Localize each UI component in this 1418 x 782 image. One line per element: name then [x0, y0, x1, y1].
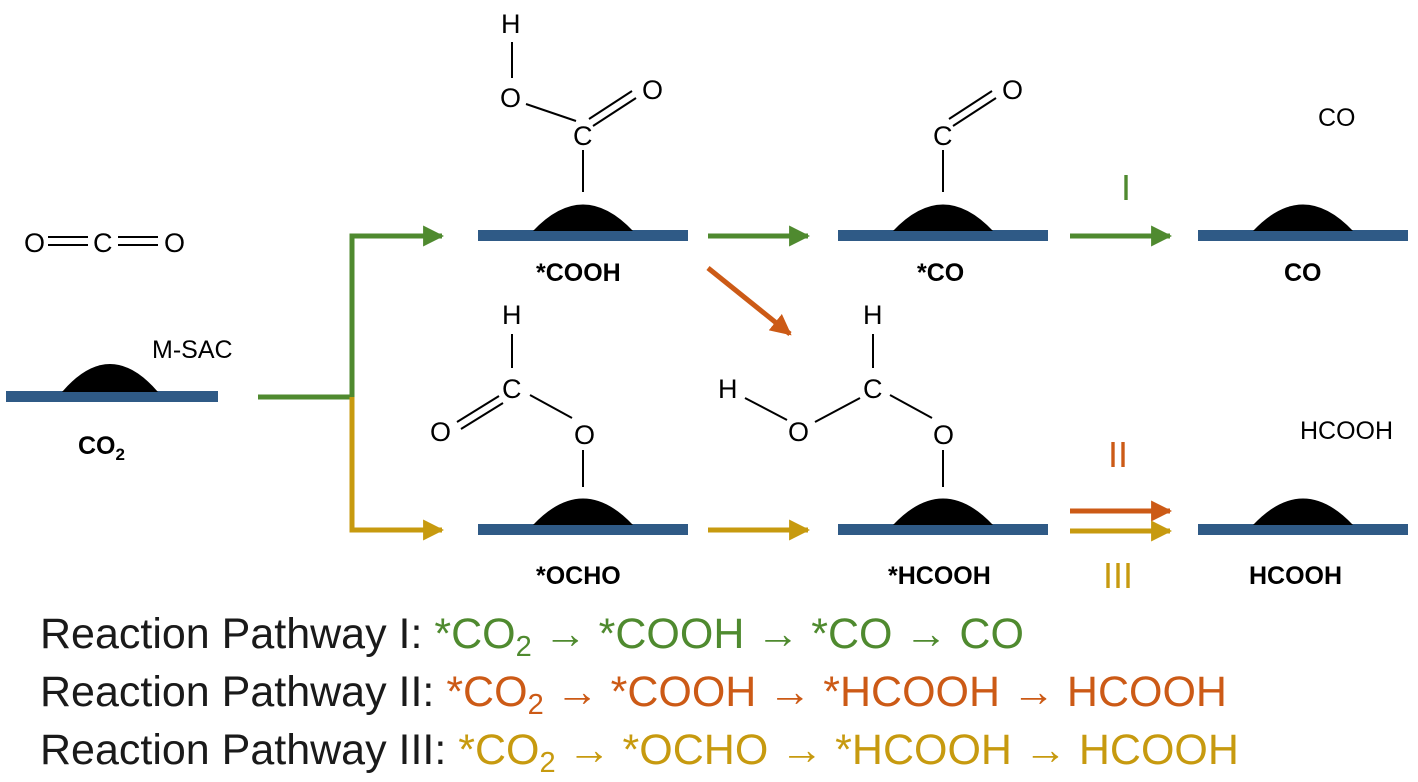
ocho-intermediate: O C H O *OCHO — [430, 300, 688, 590]
atom-h: H — [502, 300, 522, 330]
legend-steps: *CO2 → *OCHO → *HCOOH → HCOOH — [458, 726, 1239, 779]
desorbed-hcooh: HCOOH — [1300, 417, 1393, 445]
atom-c: C — [863, 374, 883, 404]
free-co2-molecule: O C O — [24, 228, 185, 258]
atom-c: C — [502, 374, 522, 404]
atom-h: H — [863, 300, 883, 330]
atom-o: O — [1002, 75, 1023, 105]
hcooh-intermediate: O C H O H *HCOOH — [718, 300, 1048, 590]
species-co-prod-label: CO — [1284, 259, 1322, 287]
legend-pathway-III: Reaction Pathway III: *CO2 → *OCHO → *HC… — [40, 726, 1239, 779]
atom-c: C — [93, 228, 113, 258]
legend-steps: *CO2 → *COOH → *HCOOH → HCOOH — [446, 668, 1227, 721]
catalyst-co2: M-SAC CO2 — [6, 336, 233, 464]
co-product: CO CO — [1198, 104, 1408, 287]
atom-h: H — [501, 9, 521, 39]
active-site — [1253, 498, 1353, 525]
species-ocho-label: *OCHO — [536, 562, 621, 590]
co-intermediate: C O *CO — [838, 75, 1048, 287]
arrow-to-ocho — [349, 397, 445, 541]
atom-c: C — [573, 121, 593, 151]
legend-prefix: Reaction Pathway II: — [40, 668, 447, 716]
atom-o: O — [24, 228, 45, 258]
atom-o: O — [788, 417, 809, 447]
hcooh-product: HCOOH HCOOH — [1198, 417, 1408, 590]
species-co2-label: CO2 — [78, 432, 125, 464]
legend-pathway-I: Reaction Pathway I: *CO2 → *COOH → *CO →… — [40, 610, 1024, 663]
atom-o: O — [933, 420, 954, 450]
species-hcooh-ads-label: *HCOOH — [888, 562, 991, 590]
arrow-to-cooh — [349, 225, 445, 397]
species-cooh-label: *COOH — [536, 259, 621, 287]
catalyst-surface — [6, 391, 218, 402]
legend-pathway-II: Reaction Pathway II: *CO2 → *COOH → *HCO… — [40, 668, 1227, 721]
atom-o: O — [500, 83, 521, 113]
pathway-III-label: III — [1103, 555, 1133, 596]
atom-o: O — [574, 420, 595, 450]
active-site — [533, 498, 633, 525]
atom-h: H — [718, 374, 738, 404]
atom-o: O — [430, 417, 451, 447]
pathway-I-label: I — [1121, 167, 1131, 208]
cooh-intermediate: C O H O *COOH — [478, 9, 688, 287]
active-site — [893, 498, 993, 525]
reaction-diagram: O C O M-SAC CO2 C O H O *COOH — [6, 9, 1408, 596]
atom-c: C — [933, 121, 953, 151]
legend-steps: *CO2 → *COOH → *CO → CO — [434, 610, 1024, 663]
species-co-ads-label: *CO — [917, 259, 964, 287]
desorbed-co: CO — [1318, 104, 1356, 132]
arrow-cooh-to-hcooh — [706, 266, 792, 336]
active-site — [533, 204, 633, 231]
active-site — [1253, 204, 1353, 231]
legend-prefix: Reaction Pathway I: — [40, 610, 435, 658]
atom-o: O — [642, 75, 663, 105]
legend-prefix: Reaction Pathway III: — [40, 726, 459, 774]
pathway-II-label: II — [1108, 434, 1128, 475]
active-site — [62, 364, 158, 392]
atom-o: O — [164, 228, 185, 258]
catalyst-label: M-SAC — [152, 336, 233, 364]
species-hcooh-prod-label: HCOOH — [1249, 562, 1342, 590]
active-site — [893, 204, 993, 231]
